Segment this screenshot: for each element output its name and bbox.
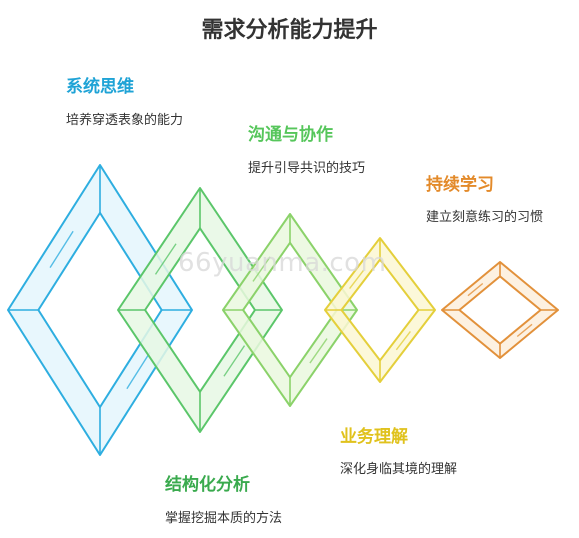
desc-structured-analysis: 掌握挖掘本质的方法 [165, 511, 283, 526]
shape-continuous-learning-ridge [516, 323, 533, 338]
shape-business-ridge [395, 330, 411, 351]
shape-business-ridge [349, 269, 365, 290]
desc-continuous-learning: 建立刻意练习的习惯 [426, 210, 544, 225]
shape-system-thinking-ridge [126, 352, 151, 390]
label-system-thinking: 系统思维 [66, 77, 134, 97]
page-title: 需求分析能力提升 [201, 18, 378, 43]
label-business-understanding: 业务理解 [340, 427, 408, 447]
watermark: 66yuanma.com [178, 248, 387, 278]
shape-communication-ridge [252, 256, 271, 282]
label-structured-analysis: 结构化分析 [165, 475, 250, 495]
shape-structured-analysis [117, 187, 283, 433]
desc-business-understanding: 深化身临其境的理解 [340, 462, 458, 477]
desc-communication: 提升引导共识的技巧 [248, 161, 366, 176]
shape-business [324, 237, 436, 383]
shape-communication [222, 213, 358, 407]
shape-system-thinking [7, 164, 193, 456]
shape-structured-analysis-ridge [223, 345, 246, 377]
label-continuous-learning: 持续学习 [426, 175, 494, 195]
shape-structured-analysis-ridge [154, 243, 177, 275]
shape-continuous-learning [441, 261, 559, 359]
desc-system-thinking: 培养穿透表象的能力 [66, 113, 184, 128]
label-communication: 沟通与协作 [248, 125, 333, 145]
shape-system-thinking-ridge [49, 230, 74, 268]
shape-communication-ridge [309, 338, 328, 364]
shape-continuous-learning-ridge [467, 282, 484, 297]
